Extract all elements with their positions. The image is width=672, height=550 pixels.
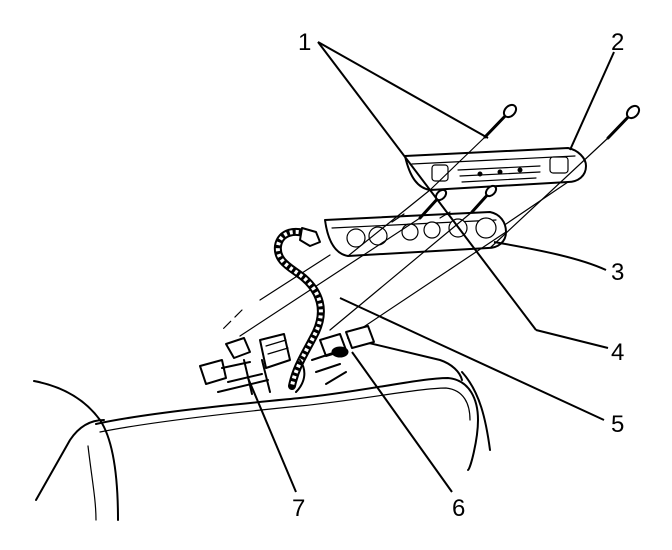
callout-leaders (247, 41, 615, 493)
lens-socket-right (549, 156, 569, 174)
mounting-screws (418, 103, 641, 220)
callout-1: 1 (298, 29, 311, 56)
retainer-clip-6 (345, 325, 375, 349)
bulb-socket-4 (423, 221, 441, 239)
leader-5 (339, 297, 605, 421)
callout-2: 2 (611, 29, 624, 56)
vehicle-roof-body (33, 337, 491, 521)
callout-6: 6 (452, 495, 465, 522)
leader-4 (535, 329, 609, 349)
lens-socket-left (431, 164, 449, 182)
callout-3: 3 (611, 259, 624, 286)
headliner-connectors (199, 325, 375, 395)
callout-5: 5 (611, 411, 624, 438)
leader-7 (247, 377, 297, 493)
bulb-socket-1 (346, 228, 366, 248)
connector-block-7 (259, 333, 291, 369)
leader-6 (351, 351, 453, 493)
wiring-harness (273, 227, 325, 390)
leader-3 (493, 241, 607, 271)
bulb-socket-6 (475, 217, 497, 239)
leader-2 (569, 51, 615, 151)
exploded-alignment-lines (221, 136, 609, 337)
callout-7: 7 (292, 495, 305, 522)
bulb-socket-2 (368, 226, 388, 246)
callout-4: 4 (611, 339, 624, 366)
leader-1a (317, 41, 489, 139)
bulb-socket-3 (401, 223, 419, 241)
retainer-clip-left (225, 337, 251, 359)
leader-1b (317, 41, 537, 331)
